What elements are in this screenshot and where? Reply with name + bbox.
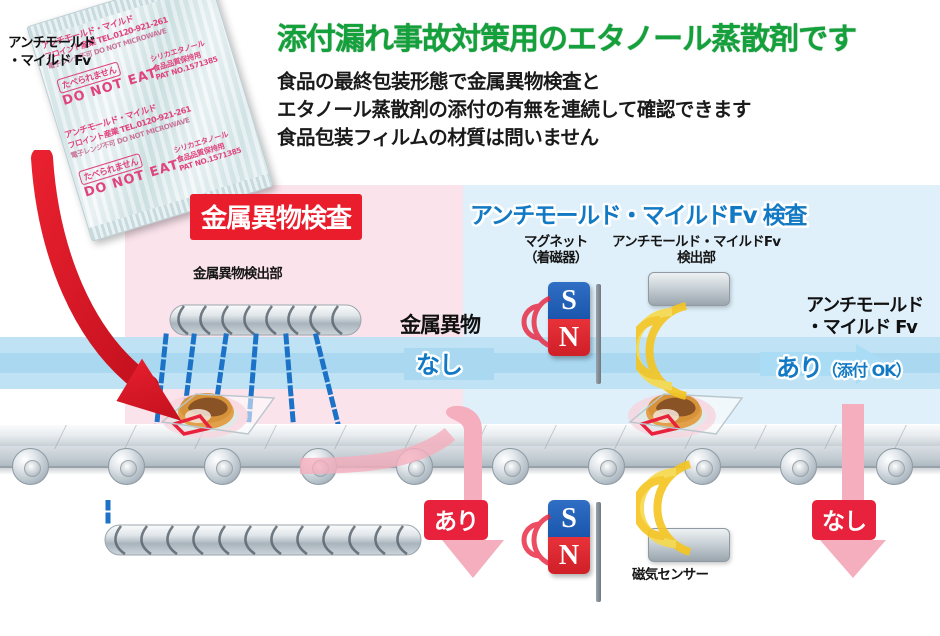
label-fv-right: アンチモールド ・マイルド Fv [806, 295, 924, 339]
caption-magnet-line2: （着磁器） [524, 250, 588, 266]
result-fv-present-sub: （添付 OK） [822, 361, 912, 380]
description-line-3: 食品包装フィルムの材質は問いません [277, 126, 599, 149]
caption-magnetic-sensor: 磁気センサー [632, 567, 709, 583]
caption-fv-detector: アンチモールド・マイルドFv 検出部 [612, 234, 781, 266]
packet-callout-label: アンチモールド ・マイルド Fv [8, 35, 96, 69]
caption-fv-detector-line1: アンチモールド・マイルドFv [612, 234, 781, 250]
conveyor-roller [588, 448, 625, 485]
badge-metal-present: あり [424, 500, 488, 540]
sensor-wave-rings-lower [636, 460, 692, 556]
magnet-north-label-upper: N [548, 319, 590, 356]
magnetizer-magnet-lower: S N [548, 500, 590, 574]
conveyor-roller [876, 448, 913, 485]
result-metal-none: なし [416, 351, 463, 379]
packaged-product-right [628, 393, 744, 438]
result-fv-present: あり（添付 OK） [776, 354, 912, 382]
conveyor-roller [780, 448, 817, 485]
magnet-north-label-lower: N [548, 537, 590, 574]
conveyor-roller [12, 448, 49, 485]
metal-none-flow-band [404, 348, 494, 380]
caption-magnet: マグネット （着磁器） [524, 234, 588, 266]
conveyor-roller [492, 448, 529, 485]
magnet-support-pole-lower [596, 502, 601, 602]
section-heading-metal-inspection: 金属異物検査 [190, 194, 363, 240]
red-flow-arrow [31, 150, 182, 421]
conveyor-roller [204, 448, 241, 485]
page-title: 添付漏れ事故対策用のエタノール蒸散剤です [277, 22, 857, 57]
magnet-field-rings-lower [521, 513, 552, 567]
metal-present-down-arrow [442, 405, 504, 578]
detection-field-lines-lower [105, 500, 111, 529]
label-fv-right-line2: ・マイルド Fv [806, 317, 918, 338]
description-text: 食品の最終包装形態で金属異物検査と エタノール蒸散剤の添付の有無を連続して確認で… [277, 68, 877, 152]
magnet-south-label-lower: S [548, 500, 590, 537]
metal-detector-coil-upper [169, 304, 362, 336]
description-line-2: エタノール蒸散剤の添付の有無を連続して確認できます [277, 98, 751, 121]
section-heading-fv-inspection: アンチモールド・マイルドFv 検査 [470, 203, 807, 229]
caption-magnet-line1: マグネット [524, 234, 588, 250]
pink-flow-curve-left [300, 427, 456, 474]
packaged-product-left [160, 393, 276, 438]
label-metal-object: 金属異物 [400, 313, 481, 337]
sensor-wave-rings-upper [636, 302, 687, 400]
metal-detector-coil-lower [104, 524, 422, 556]
caption-metal-detector: 金属異物検出部 [193, 266, 283, 282]
conveyor-roller [108, 448, 145, 485]
description-line-1: 食品の最終包装形態で金属異物検査と [277, 70, 601, 93]
magnetizer-magnet-upper: S N [548, 282, 590, 356]
magnet-support-pole-upper [596, 284, 601, 384]
fv-none-down-arrow [820, 404, 886, 578]
fv-detector-box-upper [648, 272, 730, 306]
magnet-field-rings-upper [521, 295, 552, 349]
caption-fv-detector-line2: 検出部 [677, 250, 716, 266]
label-fv-right-line1: アンチモールド [806, 295, 924, 316]
badge-fv-none: なし [812, 500, 876, 540]
magnet-south-label-upper: S [548, 282, 590, 319]
